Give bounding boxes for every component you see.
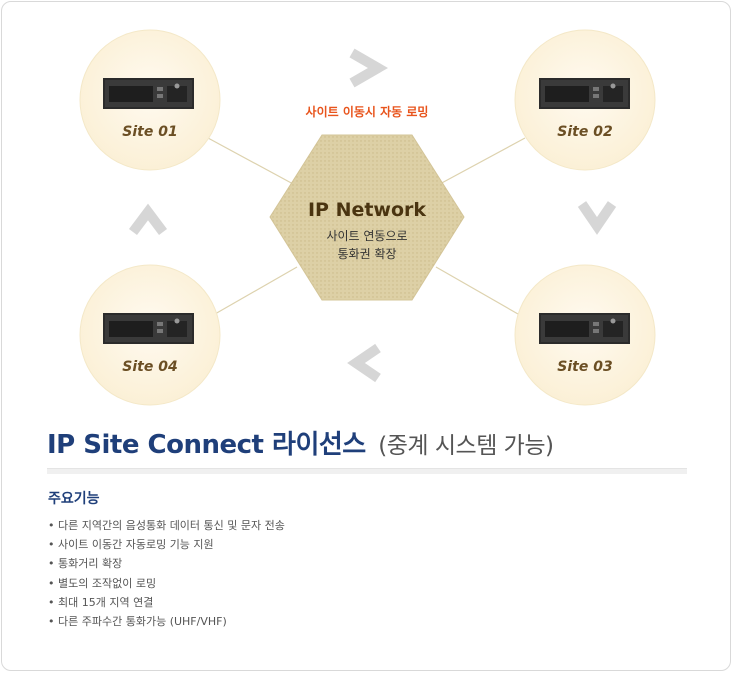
- list-item: •사이트 이동간 자동로밍 기능 지원: [48, 535, 285, 554]
- ip-site-connect-diagram: Site 01 Site 02 Site 03: [79, 29, 656, 406]
- site-node-3: Site 03: [514, 264, 656, 406]
- chevron-left-icon: [347, 343, 381, 383]
- bullet-icon: •: [48, 519, 55, 532]
- network-subtitle-line1: 사이트 연동으로: [326, 229, 407, 243]
- connector-line: [207, 137, 296, 186]
- site-node-1: Site 01: [79, 29, 221, 171]
- product-headline: IP Site Connect 라이선스 (중계 시스템 가능): [47, 424, 554, 461]
- list-item: •최대 15개 지역 연결: [48, 593, 285, 612]
- repeater-icon: [103, 78, 194, 109]
- bullet-icon: •: [48, 557, 55, 571]
- network-title: IP Network: [308, 199, 426, 221]
- bullet-icon: •: [48, 595, 55, 609]
- bullet-icon: •: [48, 614, 55, 628]
- connector-lines: [207, 137, 526, 319]
- headline-main: IP Site Connect 라이선스: [47, 430, 366, 460]
- site-label: Site 04: [122, 359, 177, 375]
- chevron-up-icon: [129, 203, 167, 235]
- chevron-right-icon: [349, 48, 389, 88]
- list-item: •별도의 조작없이 로밍: [48, 574, 285, 593]
- ip-network-hub: IP Network 사이트 연동으로 통화권 확장: [269, 134, 465, 301]
- bullet-icon: •: [48, 538, 55, 552]
- site-label: Site 02: [557, 124, 612, 140]
- list-item: •통화거리 확장: [48, 554, 285, 573]
- feature-text: 최대 15개 지역 연결: [58, 595, 154, 609]
- feature-text: 다른 주파수간 통화가능 (UHF/VHF): [58, 614, 227, 628]
- site-label: Site 01: [122, 124, 177, 140]
- roaming-label: 사이트 이동시 자동 로밍: [306, 104, 429, 119]
- site-node-4: Site 04: [79, 264, 221, 406]
- list-item: •다른 주파수간 통화가능 (UHF/VHF): [48, 612, 285, 631]
- connector-line: [207, 266, 298, 319]
- repeater-icon: [539, 78, 630, 109]
- section-divider: [47, 468, 687, 474]
- bullet-icon: •: [48, 576, 55, 590]
- repeater-icon: [103, 313, 194, 344]
- headline-sub: (중계 시스템 가능): [378, 433, 554, 459]
- network-hexagon: [269, 134, 465, 301]
- feature-text: 다른 지역간의 음성통화 데이터 통신 및 문자 전송: [58, 519, 285, 532]
- features-list: •다른 지역간의 음성통화 데이터 통신 및 문자 전송 •사이트 이동간 자동…: [48, 516, 285, 631]
- network-subtitle-line2: 통화권 확장: [337, 247, 396, 261]
- chevron-down-icon: [577, 201, 617, 235]
- features-heading: 주요기능: [48, 491, 100, 507]
- feature-text: 통화거리 확장: [58, 557, 123, 571]
- list-item: •다른 지역간의 음성통화 데이터 통신 및 문자 전송: [48, 516, 285, 535]
- feature-text: 별도의 조작없이 로밍: [58, 576, 157, 590]
- site-node-2: Site 02: [514, 29, 656, 171]
- connector-line: [435, 266, 526, 319]
- connector-line: [437, 137, 526, 186]
- repeater-icon: [539, 313, 630, 344]
- site-label: Site 03: [557, 359, 612, 375]
- feature-text: 사이트 이동간 자동로밍 기능 지원: [58, 538, 214, 552]
